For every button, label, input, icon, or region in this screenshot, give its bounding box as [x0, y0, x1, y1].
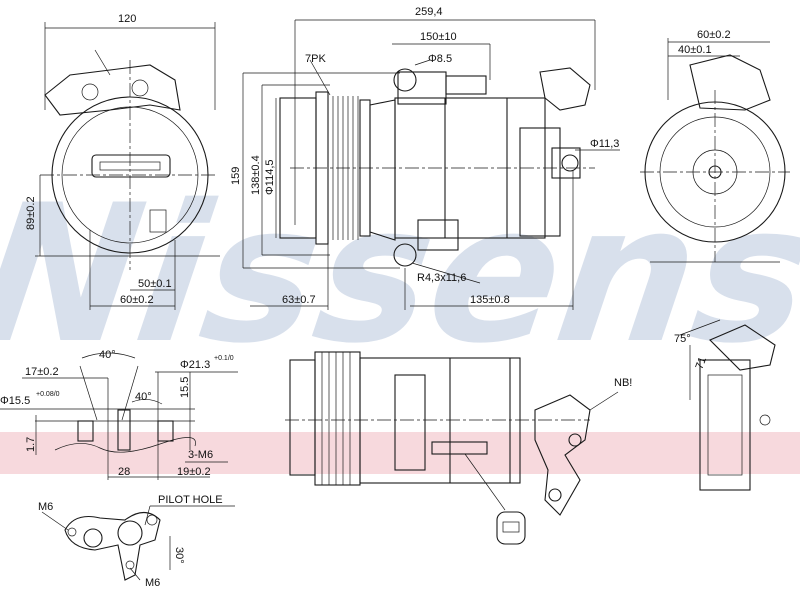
- dim-a: 50±0.1: [138, 278, 172, 290]
- rear-view: [640, 38, 790, 263]
- thread-label: 3-M6: [188, 449, 213, 461]
- watermark-band: [0, 432, 800, 474]
- rear-dim-a: 60±0.2: [697, 29, 731, 41]
- dim-slot: R4,3x11,6: [417, 272, 466, 284]
- tol-15: +0.08/0: [36, 391, 60, 398]
- dim-offset: 63±0.7: [282, 294, 316, 306]
- dim-b: 60±0.2: [120, 294, 154, 306]
- dim-height-tol: 89±0.2: [25, 196, 37, 230]
- dim-height: 159: [230, 167, 242, 185]
- dim-port-diameter: Φ8.5: [428, 53, 452, 65]
- dim-depth: 15.5: [179, 377, 191, 398]
- flange-detail: [41, 505, 235, 581]
- angle-2: 40°: [135, 391, 152, 403]
- rear-dim-b: 40±0.1: [678, 44, 712, 56]
- dim-width: 120: [118, 13, 136, 25]
- dim-21: Φ21.3: [180, 359, 210, 371]
- pilot-hole-label: PILOT HOLE: [158, 494, 223, 506]
- bottom-view: [285, 351, 619, 545]
- bottom-angle: 75°: [674, 333, 691, 345]
- port-detail: [0, 352, 238, 480]
- angle-1: 40°: [99, 349, 116, 361]
- flange-angle: 30°: [173, 547, 185, 564]
- dim-19: 19±0.2: [177, 466, 211, 478]
- watermark-logo: Nissens: [0, 165, 800, 386]
- dim-hub-diameter: Φ114,5: [264, 160, 276, 196]
- dim-15: Φ15.5: [0, 395, 30, 407]
- dim-pulley-diameter: 138±0.4: [250, 155, 262, 195]
- note-label: NB!: [614, 377, 632, 389]
- side-view: [242, 19, 620, 310]
- dim-mount-hole: Φ11,3: [590, 138, 619, 150]
- dim-mount-spacing: 135±0.8: [470, 294, 510, 306]
- tol-21: +0.1/0: [214, 355, 234, 362]
- bottom-dim: 71: [694, 355, 709, 371]
- right-side-view: [679, 319, 776, 491]
- belt-label: 7PK: [305, 53, 326, 65]
- dim-overall-length: 259,4: [415, 6, 443, 18]
- flange-thread-1: M6: [38, 501, 53, 513]
- dim-17: 17±0.2: [25, 366, 59, 378]
- front-view: [35, 22, 220, 310]
- dim-28: 28: [118, 466, 130, 478]
- dim-17b: 1.7: [25, 437, 37, 452]
- dim-connector-length: 150±10: [420, 31, 457, 43]
- flange-thread-2: M6: [145, 577, 160, 589]
